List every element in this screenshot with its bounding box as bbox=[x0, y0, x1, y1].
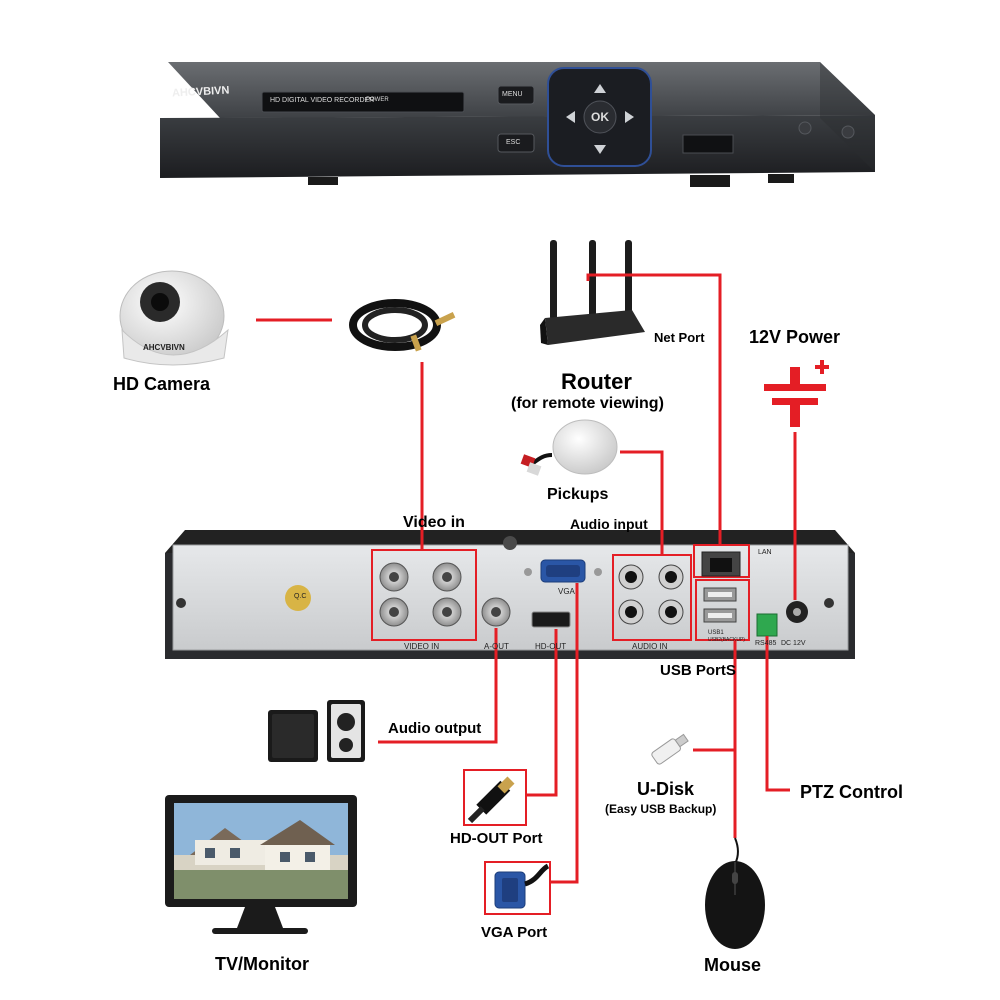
router-to-lan-line bbox=[586, 273, 722, 545]
vga-to-vga-plug-line bbox=[550, 583, 579, 884]
tv-monitor bbox=[165, 795, 357, 934]
router-label: Router bbox=[561, 369, 632, 394]
router-antenna bbox=[550, 240, 557, 320]
rear-rs485: RS485 bbox=[755, 640, 777, 647]
rs485-to-ptz-line bbox=[765, 636, 790, 792]
cable-coil bbox=[349, 299, 456, 352]
screw-icon bbox=[824, 598, 834, 608]
speakers bbox=[268, 700, 365, 762]
power-symbol bbox=[764, 360, 829, 427]
dvr-front-unit bbox=[160, 62, 875, 187]
esc-button-label: ESC bbox=[506, 139, 521, 146]
aout-to-speaker-line bbox=[378, 628, 498, 744]
menu-button[interactable] bbox=[497, 85, 535, 105]
net-port-label: Net Port bbox=[654, 330, 705, 345]
audio-output-label: Audio output bbox=[388, 720, 482, 737]
router-sublabel: (for remote viewing) bbox=[511, 395, 664, 412]
scroll-wheel-icon bbox=[732, 872, 738, 884]
vga-port-label: VGA Port bbox=[481, 924, 548, 941]
video-in-label: Video in bbox=[403, 514, 465, 531]
rear-usb1: USB1 bbox=[708, 630, 724, 636]
display-text: HD DIGITAL VIDEO RECORDER bbox=[270, 97, 375, 104]
vga-plug bbox=[484, 861, 551, 915]
mouse-label: Mouse bbox=[704, 955, 762, 975]
rca-connector[interactable] bbox=[665, 571, 677, 583]
menu-button-label: MENU bbox=[502, 91, 523, 98]
ok-button[interactable] bbox=[583, 100, 617, 134]
ptz-control-label: PTZ Control bbox=[800, 782, 903, 802]
udisk-sublabel: (Easy USB Backup) bbox=[605, 802, 717, 816]
qc-sticker bbox=[285, 585, 311, 611]
router-antenna bbox=[589, 240, 596, 320]
rca-connector[interactable] bbox=[665, 606, 677, 618]
udisk-label: U-Disk bbox=[637, 779, 695, 799]
rca-connector[interactable] bbox=[625, 571, 637, 583]
usb-ports-label: USB PortS bbox=[660, 662, 736, 679]
hdmi-plug bbox=[463, 769, 527, 826]
hdmi-connector[interactable] bbox=[531, 611, 571, 628]
connector-lines bbox=[256, 273, 797, 884]
rear-lan: LAN bbox=[758, 549, 772, 556]
rca-connector[interactable] bbox=[625, 606, 637, 618]
computer-mouse bbox=[705, 837, 765, 949]
dvr-rear-panel bbox=[165, 530, 855, 659]
ok-button-label: OK bbox=[591, 110, 609, 124]
rear-vga: VGA bbox=[558, 587, 575, 596]
hd-camera-label: HD Camera bbox=[113, 374, 211, 394]
arrow-down-icon[interactable] bbox=[594, 145, 606, 154]
rear-audio-in: AUDIO IN bbox=[632, 642, 668, 651]
hd-out-port-label: HD-OUT Port bbox=[450, 830, 543, 847]
power-indicator-label: POWER bbox=[366, 97, 389, 103]
hdout-to-hdmi-line bbox=[525, 629, 558, 797]
dome-camera bbox=[119, 270, 229, 366]
camera-brand: AHCVBIVN bbox=[143, 343, 185, 352]
pickup-to-audio-in-line bbox=[620, 450, 664, 555]
rs485-terminal[interactable] bbox=[756, 613, 778, 637]
esc-button[interactable] bbox=[497, 133, 535, 153]
audio-input-label: Audio input bbox=[570, 516, 648, 532]
screw-icon bbox=[176, 598, 186, 608]
arrow-up-icon[interactable] bbox=[594, 84, 606, 93]
rear-video-in: VIDEO IN bbox=[404, 642, 440, 651]
rear-a-out: A-OUT bbox=[484, 642, 509, 651]
tv-monitor-label: TV/Monitor bbox=[215, 954, 309, 974]
pickup-microphone bbox=[520, 419, 618, 476]
pickups-label: Pickups bbox=[547, 486, 609, 503]
usb-flash-drive bbox=[651, 733, 689, 765]
router-device bbox=[540, 240, 645, 345]
rear-hd-out: HD-OUT bbox=[535, 642, 567, 651]
arrow-left-icon[interactable] bbox=[566, 111, 575, 123]
router-antenna bbox=[625, 240, 632, 320]
power-12v-label: 12V Power bbox=[749, 327, 841, 347]
rear-dc12v: DC 12V bbox=[781, 640, 806, 647]
qc-label: Q.C bbox=[294, 593, 307, 600]
rear-usb2: USB2(BACKUP) bbox=[708, 637, 745, 643]
usb-slot bbox=[682, 134, 734, 154]
arrow-right-icon[interactable] bbox=[625, 111, 634, 123]
